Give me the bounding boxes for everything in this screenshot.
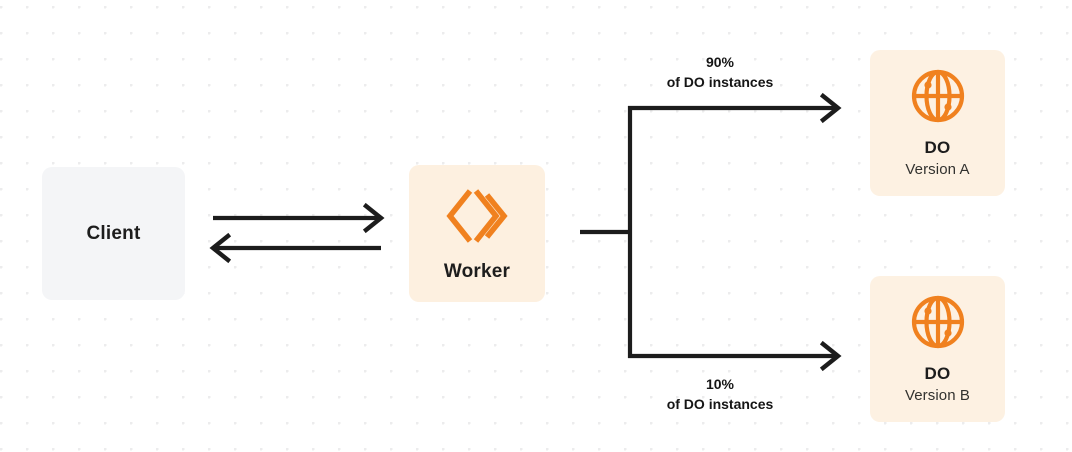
node-do-version-b[interactable]: DO Version B	[870, 276, 1005, 422]
arrowhead-client-to-worker	[362, 202, 385, 234]
node-worker-label: Worker	[443, 260, 511, 282]
node-client-label: Client	[86, 222, 141, 244]
worker-chevrons-icon	[446, 185, 508, 247]
edge-label-bottom-percent: 10%	[705, 376, 735, 392]
edge-label-bottom-text: of DO instances	[666, 396, 774, 413]
globe-icon	[910, 68, 966, 124]
node-do-a-sublabel: Version A	[905, 161, 970, 178]
edge-label-bottom: 10% of DO instances	[620, 374, 820, 415]
edge-label-top-text: of DO instances	[666, 74, 774, 91]
node-client[interactable]: Client	[42, 167, 185, 300]
node-do-b-label: DO	[924, 364, 951, 383]
edge-label-top: 90% of DO instances	[620, 52, 820, 93]
arrowhead-split-to-do-a	[819, 92, 842, 124]
node-do-b-sublabel: Version B	[904, 387, 971, 404]
edge-label-top-percent: 90%	[705, 54, 735, 70]
node-do-a-label: DO	[924, 138, 951, 157]
globe-icon	[910, 294, 966, 350]
arrowhead-worker-to-client	[209, 232, 232, 264]
node-do-version-a[interactable]: DO Version A	[870, 50, 1005, 196]
node-worker[interactable]: Worker	[409, 165, 545, 302]
arrowhead-split-to-do-b	[819, 340, 842, 372]
